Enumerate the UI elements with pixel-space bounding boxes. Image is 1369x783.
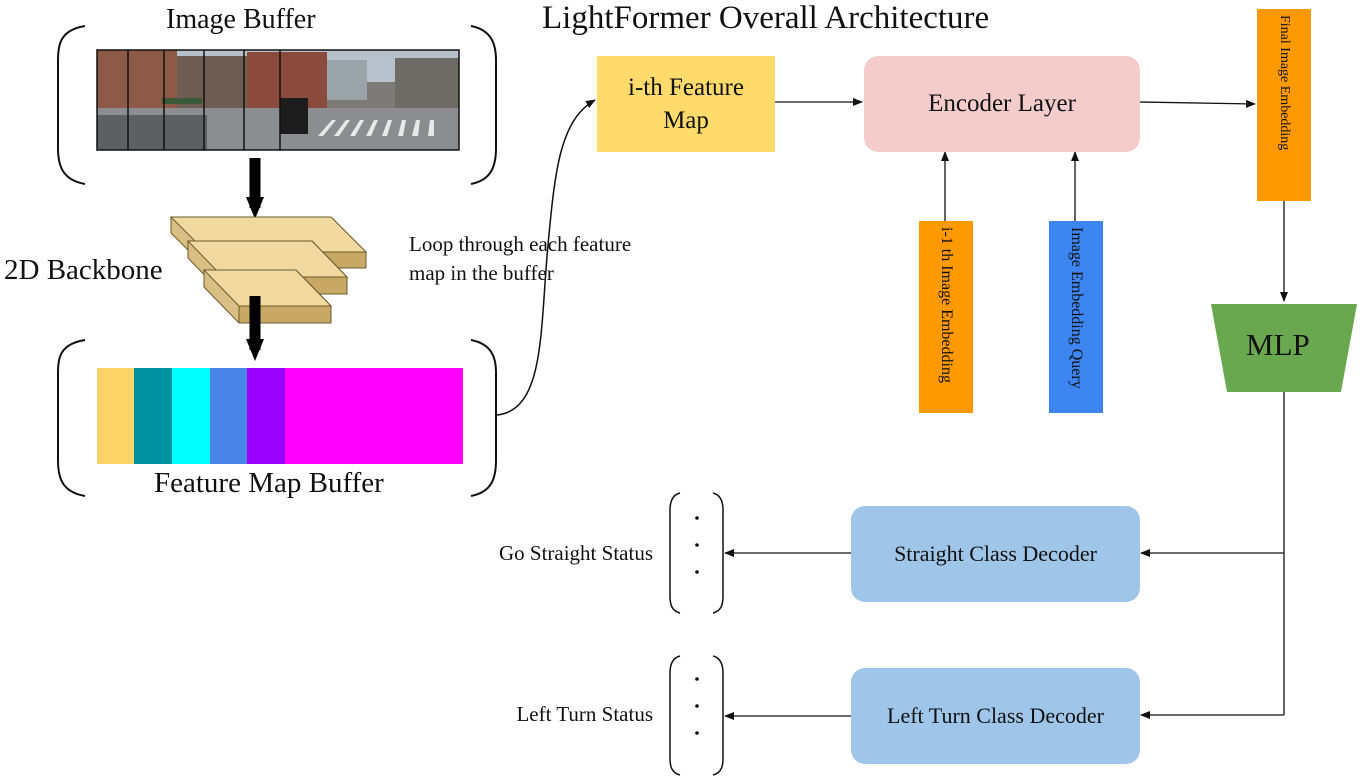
ith-feature-map-line1: i-th Feature — [628, 74, 744, 101]
prev-embedding-label: i-1 th Image Embedding — [938, 227, 955, 383]
straight-status-left-bracket — [669, 492, 681, 614]
encoder-layer-box: Encoder Layer — [864, 56, 1140, 152]
straight-decoder-box: Straight Class Decoder — [851, 506, 1140, 602]
image-buffer-label: Image Buffer — [166, 4, 316, 35]
left-status-label: Left Turn Status — [516, 702, 653, 726]
backbone-label: 2D Backbone — [4, 254, 163, 286]
left-status-dot — [695, 731, 699, 735]
straight-status-dot — [695, 570, 699, 574]
embedding-query-box: Image Embedding Query — [1049, 221, 1103, 413]
diagram-title: LightFormer Overall Architecture — [542, 0, 990, 36]
ith-feature-map-box: i-th Feature Map — [597, 56, 775, 152]
feature-buffer-segment — [210, 368, 247, 464]
image-buffer-right-bracket — [470, 25, 497, 185]
prev-embedding-box: i-1 th Image Embedding — [919, 221, 973, 413]
left-status-dot — [695, 704, 699, 708]
left-status-right-bracket — [712, 655, 724, 776]
embedding-query-label: Image Embedding Query — [1068, 227, 1085, 389]
mlp-block — [1211, 304, 1357, 392]
final-embedding-box: Final Image Embedding — [1257, 9, 1311, 201]
straight-status-label: Go Straight Status — [498, 541, 653, 565]
feature-buffer-segment — [247, 368, 285, 464]
left-decoder-label: Left Turn Class Decoder — [887, 703, 1104, 728]
feature-buffer-label: Feature Map Buffer — [154, 467, 384, 499]
left-decoder-box: Left Turn Class Decoder — [851, 668, 1140, 764]
mlp-label: MLP — [1246, 327, 1310, 362]
feature-buffer-segment — [134, 368, 172, 464]
final-embedding-label: Final Image Embedding — [1277, 15, 1292, 151]
backbone-layers — [169, 216, 368, 324]
feature-buffer-left-bracket — [57, 339, 86, 497]
straight-status-dot — [695, 543, 699, 547]
ith-feature-map-line2: Map — [663, 107, 709, 134]
left-status-left-bracket — [669, 655, 681, 776]
encoder-to-final-arrow — [1139, 99, 1256, 108]
left-status-dot — [695, 677, 699, 681]
straight-status-dot — [695, 516, 699, 520]
loop-note-line2: map in the buffer — [409, 261, 554, 285]
image-buffer-frames — [96, 49, 460, 151]
feature-buffer-segment — [285, 368, 463, 464]
image-buffer-left-bracket — [57, 25, 86, 185]
encoder-layer-label: Encoder Layer — [928, 90, 1076, 117]
straight-decoder-label: Straight Class Decoder — [894, 541, 1097, 566]
feature-buffer-segment — [172, 368, 210, 464]
feature-buffer-segments — [97, 368, 463, 464]
feature-buffer-segment — [97, 368, 134, 464]
feature-buffer-right-bracket — [470, 339, 497, 497]
loop-arrow — [496, 99, 596, 416]
straight-status-right-bracket — [712, 492, 724, 614]
loop-note-line1: Loop through each feature — [409, 232, 632, 256]
